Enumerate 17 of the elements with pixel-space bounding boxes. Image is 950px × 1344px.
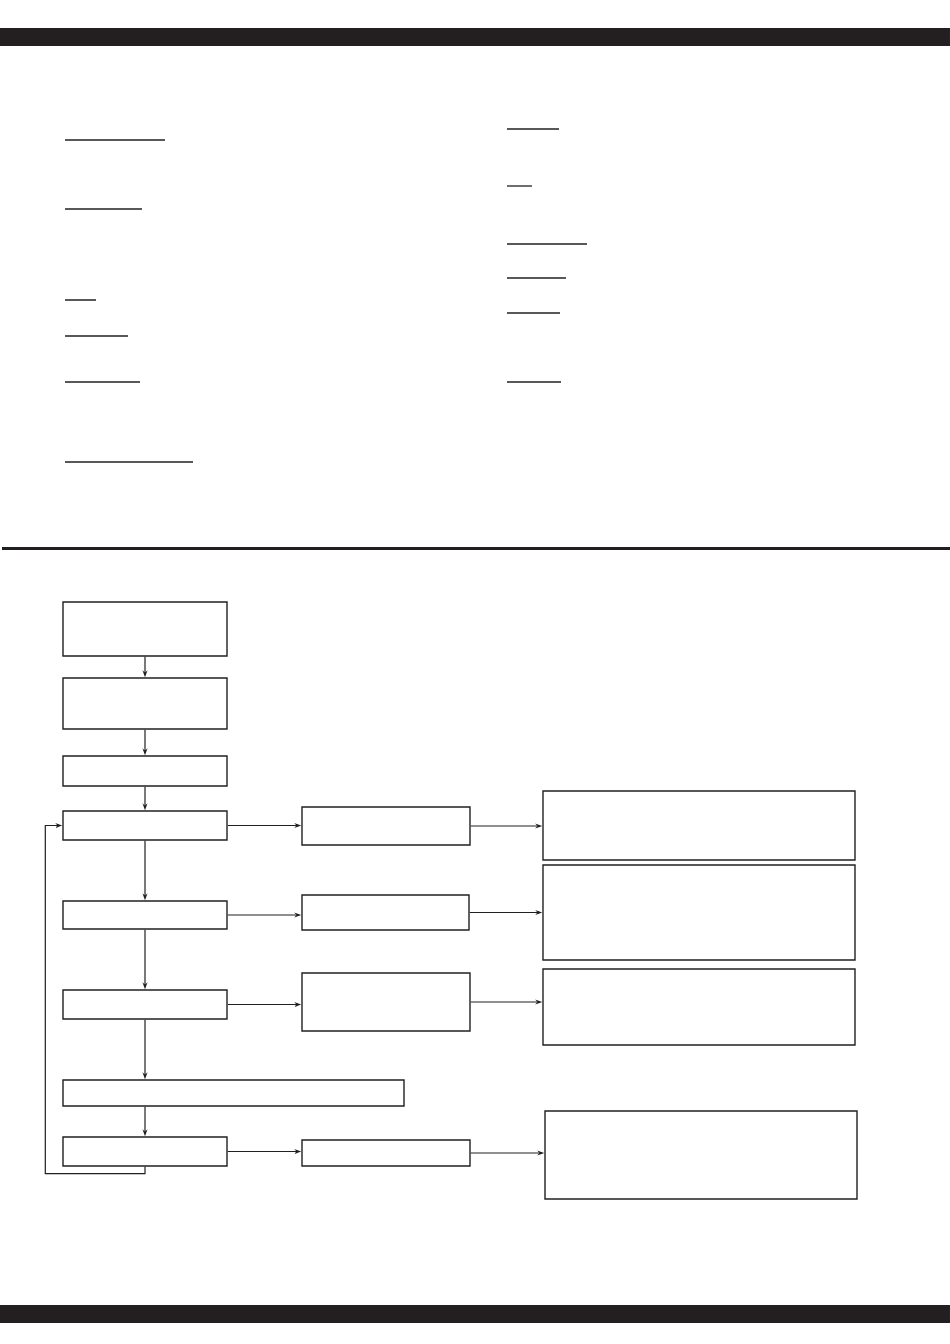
arrow — [44, 822, 146, 1175]
process-box — [301, 972, 471, 1032]
process-box — [544, 1110, 858, 1200]
process-box — [62, 1136, 228, 1167]
process-box — [301, 1139, 471, 1167]
process-box — [542, 864, 856, 961]
process-box — [62, 810, 228, 841]
process-box — [62, 601, 228, 657]
process-box — [62, 1079, 405, 1107]
process-box — [62, 900, 228, 930]
process-box — [62, 989, 228, 1020]
process-box — [62, 677, 228, 730]
process-box — [542, 790, 856, 861]
process-box — [62, 755, 228, 787]
process-box — [542, 968, 856, 1046]
process-box — [301, 894, 470, 931]
process-box — [301, 806, 471, 846]
